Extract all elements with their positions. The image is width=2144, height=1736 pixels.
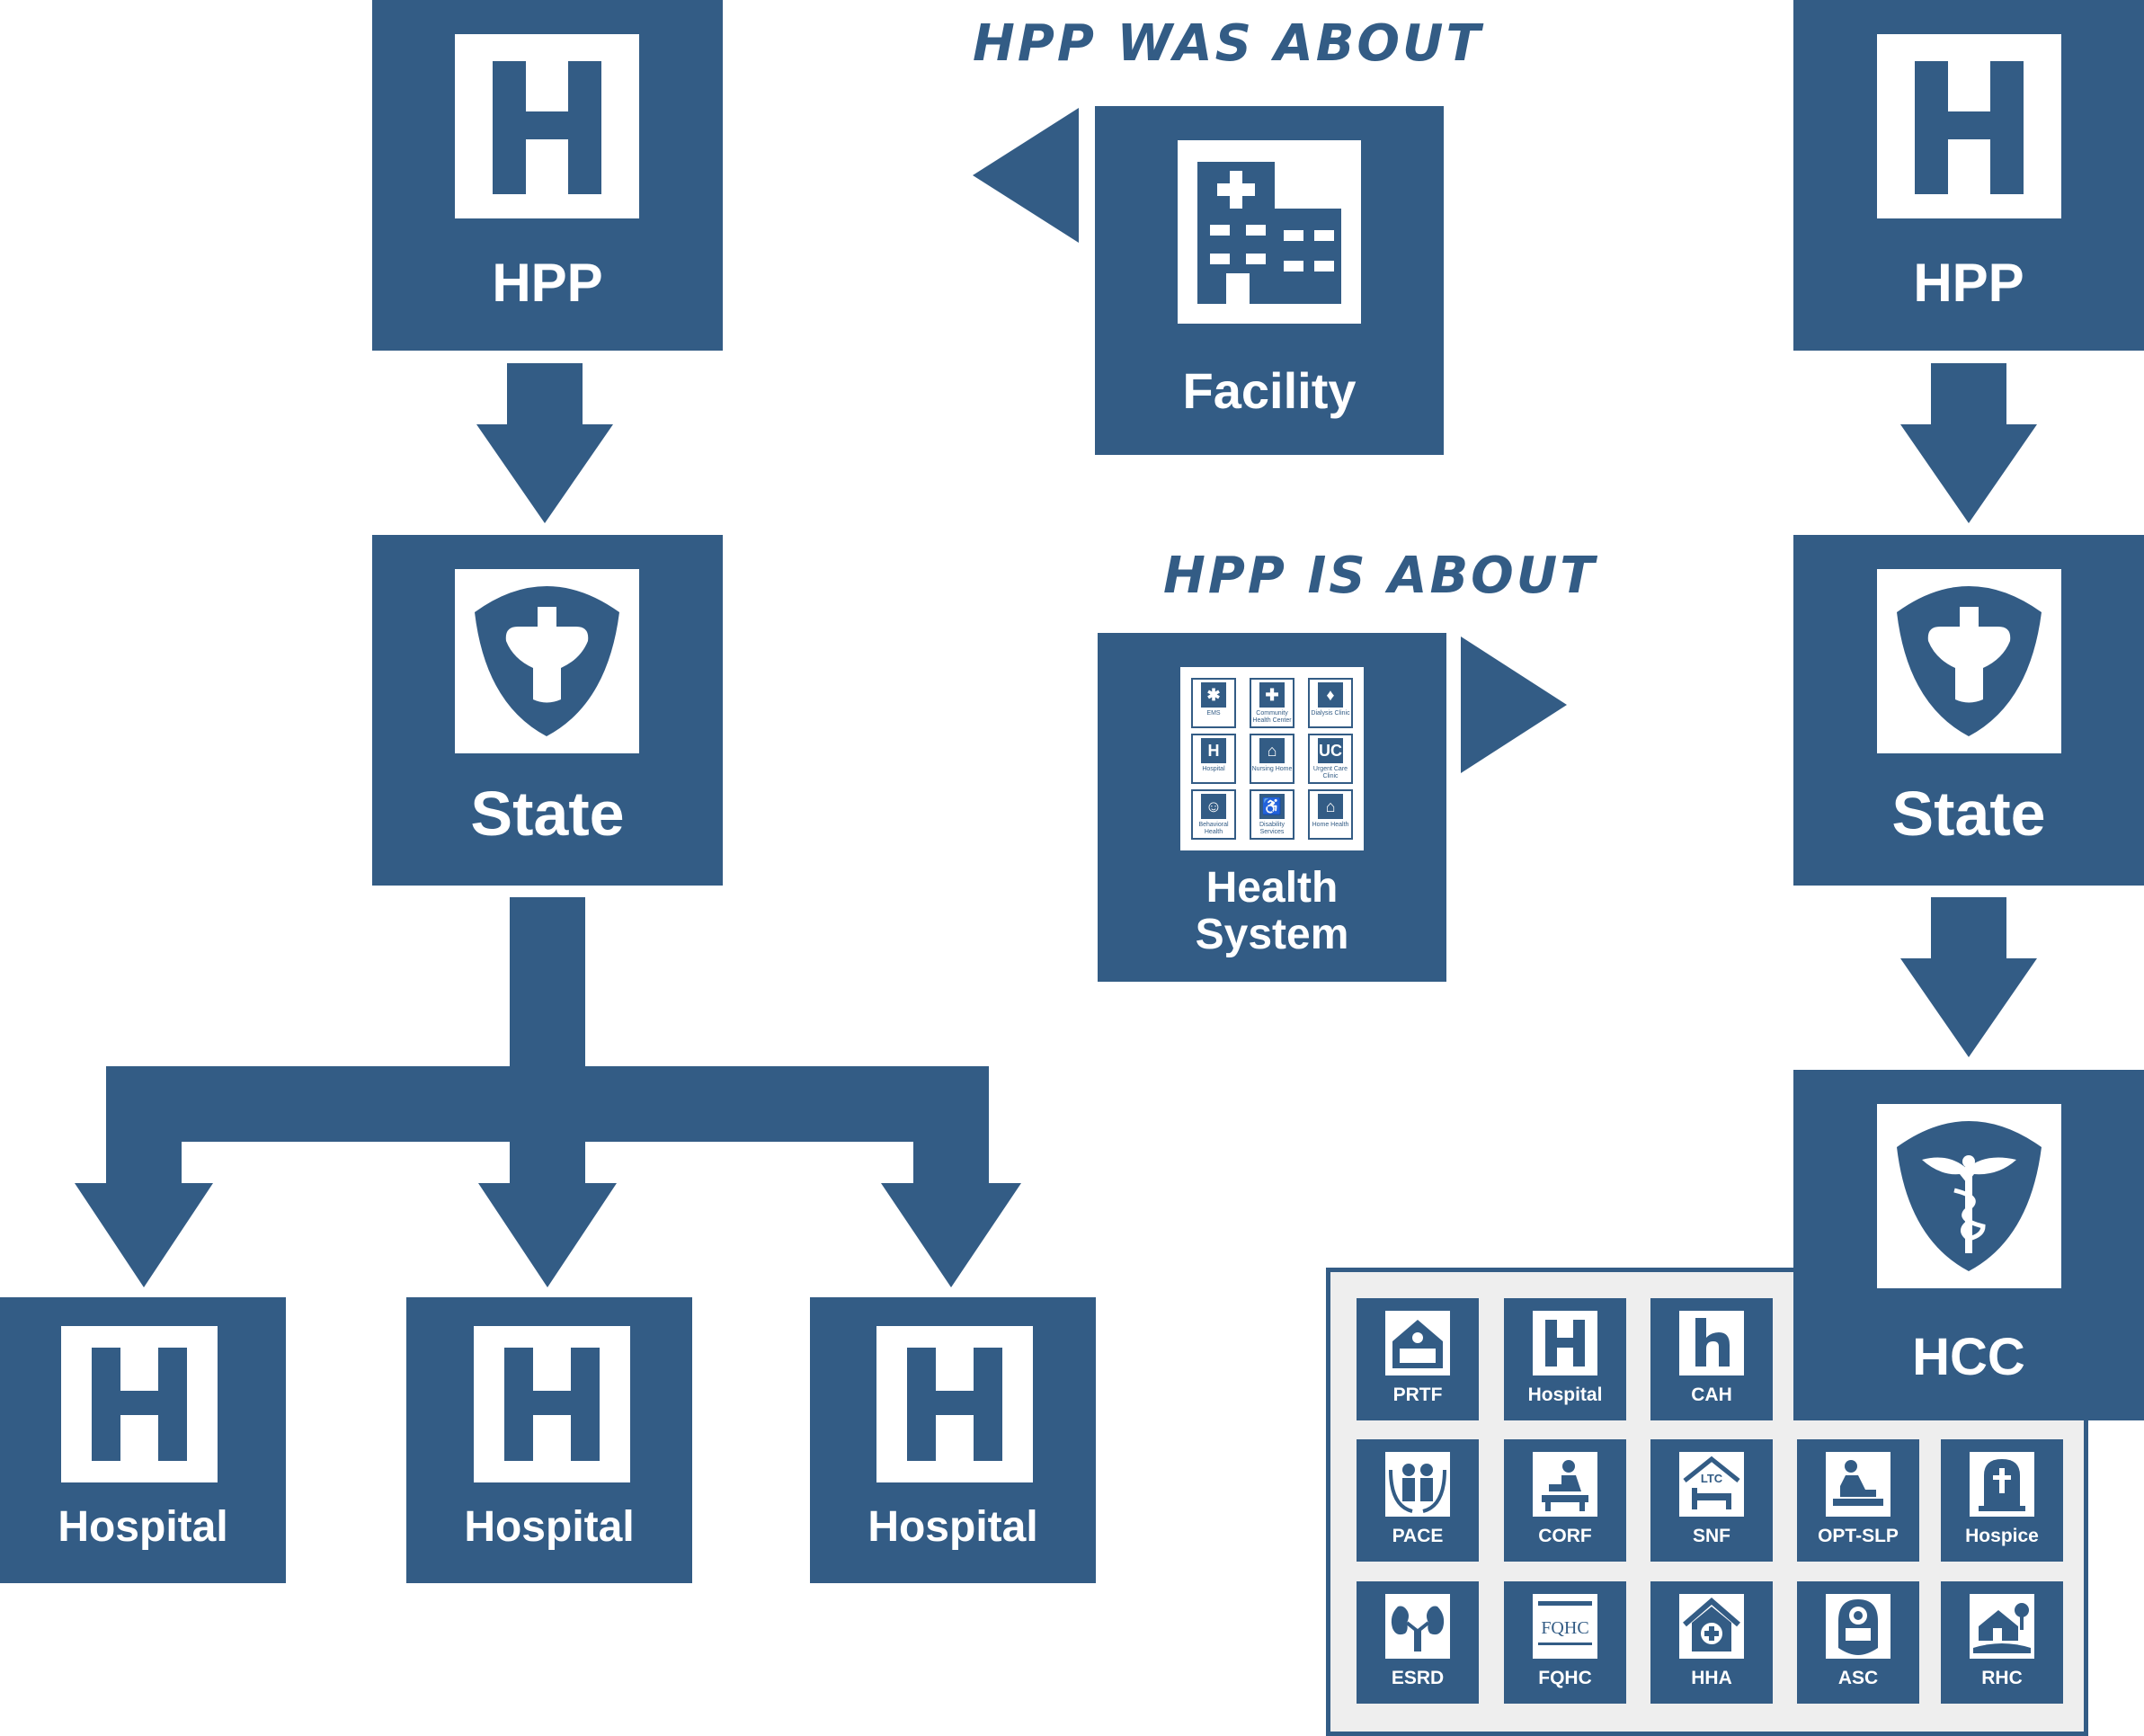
- small-h-icon: [1679, 1311, 1744, 1375]
- right-hpp-block: HPP: [1793, 0, 2144, 351]
- left-state-block: State: [372, 535, 723, 886]
- home-health-icon: [1679, 1594, 1744, 1659]
- hospital-block-3: Hospital: [810, 1297, 1096, 1583]
- hospital-label-3: Hospital: [867, 1503, 1038, 1551]
- kidney-icon: [1385, 1594, 1450, 1659]
- hospital-block-1: Hospital: [0, 1297, 286, 1583]
- mini-tile-ems: ✱EMS: [1191, 678, 1236, 728]
- mini-tile-disability-services: ♿Disability Services: [1250, 789, 1294, 840]
- hands-people-icon: [1385, 1452, 1450, 1517]
- was-arrow-left: [973, 108, 1079, 243]
- right-state-label: State: [1891, 779, 2046, 849]
- headstone-icon: [1970, 1452, 2034, 1517]
- health-system-block: ✱EMS ✚Community Health Center ♦Dialysis …: [1098, 633, 1446, 982]
- left-hpp-block: HPP: [372, 0, 723, 351]
- mini-tile-home-health: ⌂Home Health: [1308, 789, 1353, 840]
- provider-tile-hospital: Hospital: [1504, 1298, 1626, 1420]
- hospital-h-icon: [61, 1326, 218, 1482]
- rural-house-icon: [1970, 1594, 2034, 1659]
- shield-cross-icon: [1877, 569, 2061, 753]
- heading-hpp-is-about: HPP IS ABOUT: [1163, 547, 1597, 605]
- health-system-grid-icon: ✱EMS ✚Community Health Center ♦Dialysis …: [1180, 667, 1364, 850]
- facility-block: Facility: [1095, 106, 1444, 455]
- fqhc-logo-icon: FQHC: [1533, 1594, 1597, 1659]
- hospital-label-2: Hospital: [464, 1503, 635, 1551]
- hospital-h-icon: [474, 1326, 630, 1482]
- rehab-icon: [1533, 1452, 1597, 1517]
- mini-tile-nursing-home: ⌂Nursing Home: [1250, 734, 1294, 784]
- hospital-h-icon: [1877, 34, 2061, 218]
- house-bed-icon: [1385, 1311, 1450, 1375]
- hcc-block: HCC: [1793, 1070, 2144, 1420]
- left-arrow-hpp-to-state: [476, 363, 613, 523]
- facility-label: Facility: [1182, 362, 1357, 419]
- provider-tile-prtf: PRTF: [1357, 1298, 1479, 1420]
- heading-hpp-was-about: HPP WAS ABOUT: [973, 14, 1483, 73]
- provider-tile-esrd: ESRD: [1357, 1581, 1479, 1704]
- mini-tile-community-health-center: ✚Community Health Center: [1250, 678, 1294, 728]
- provider-tile-snf: LTC SNF: [1650, 1439, 1773, 1562]
- left-state-label: State: [470, 779, 625, 849]
- hospital-h-icon: [455, 34, 639, 218]
- mini-tile-dialysis-clinic: ♦Dialysis Clinic: [1308, 678, 1353, 728]
- provider-tile-opt-slp: OPT-SLP: [1797, 1439, 1919, 1562]
- surgeon-icon: [1826, 1594, 1890, 1659]
- right-arrow-hpp-to-state: [1900, 363, 2037, 523]
- health-system-label-line1: Health: [1205, 864, 1339, 912]
- provider-tile-pace: PACE: [1357, 1439, 1479, 1562]
- right-hpp-label: HPP: [1913, 253, 2024, 313]
- right-state-block: State: [1793, 535, 2144, 886]
- mini-tile-behavioral-health: ☺Behavioral Health: [1191, 789, 1236, 840]
- shield-cross-icon: [455, 569, 639, 753]
- left-tree-connector: [75, 897, 1021, 1287]
- caduceus-shield-icon: [1877, 1104, 2061, 1288]
- hospital-h-icon: [1533, 1311, 1597, 1375]
- provider-tile-asc: ASC: [1797, 1581, 1919, 1704]
- left-hpp-label: HPP: [492, 253, 603, 313]
- is-arrow-right: [1461, 637, 1567, 773]
- right-arrow-state-to-hcc: [1900, 897, 2037, 1057]
- provider-tile-hha: HHA: [1650, 1581, 1773, 1704]
- health-system-label-line2: System: [1195, 911, 1349, 958]
- provider-tile-hospice: Hospice: [1941, 1439, 2063, 1562]
- hospital-label-1: Hospital: [58, 1503, 228, 1551]
- svg-text:LTC: LTC: [1701, 1472, 1723, 1485]
- ltc-house-icon: LTC: [1679, 1452, 1744, 1517]
- svg-text:FQHC: FQHC: [1541, 1618, 1588, 1638]
- provider-tile-corf: CORF: [1504, 1439, 1626, 1562]
- provider-tile-fqhc: FQHC FQHC: [1504, 1581, 1626, 1704]
- therapy-icon: [1826, 1452, 1890, 1517]
- provider-tile-rhc: RHC: [1941, 1581, 2063, 1704]
- hcc-label: HCC: [1912, 1328, 2025, 1386]
- hospital-h-icon: [876, 1326, 1033, 1482]
- provider-tile-cah: CAH: [1650, 1298, 1773, 1420]
- hospital-building-icon: [1178, 140, 1361, 324]
- hospital-block-2: Hospital: [406, 1297, 692, 1583]
